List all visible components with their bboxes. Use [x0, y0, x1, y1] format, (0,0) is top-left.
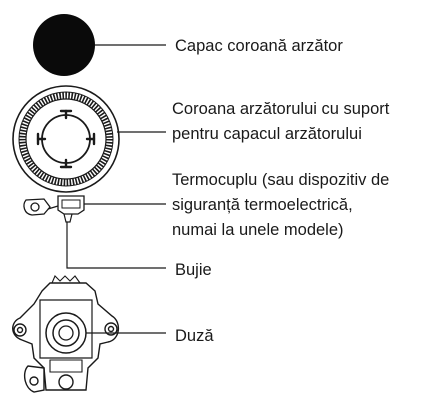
label-burner-cap: Capac coroană arzător — [175, 34, 343, 59]
crown-teeth — [19, 92, 113, 186]
thermocouple — [23, 195, 85, 223]
label-burner-cap-text: Capac coroană arzător — [175, 37, 343, 55]
label-thermocouple-line-3: numai la unele modele) — [172, 221, 344, 239]
label-nozzle-text: Duză — [175, 327, 214, 345]
label-burner-crown-line-1: Coroana arzătorului cu suport — [172, 100, 390, 118]
burner-cap — [33, 14, 95, 76]
burner-body — [12, 275, 119, 393]
leader-line-spark-plug — [66, 222, 166, 269]
label-thermocouple-line-1: Termocuplu (sau dispozitiv de — [172, 171, 390, 189]
label-thermocouple-line-2: siguranță termoelectrică, — [172, 196, 353, 214]
burner-crown — [12, 85, 120, 193]
label-burner-crown: Coroana arzătorului cu suport pentru cap… — [172, 97, 389, 147]
cap-supports — [36, 109, 96, 169]
label-nozzle: Duză — [175, 324, 214, 349]
label-spark-plug-text: Bujie — [175, 261, 212, 279]
label-burner-crown-line-2: pentru capacul arzătorului — [172, 125, 362, 143]
label-thermocouple: Termocuplu (sau dispozitiv de siguranță … — [172, 168, 389, 243]
label-spark-plug: Bujie — [175, 258, 212, 283]
